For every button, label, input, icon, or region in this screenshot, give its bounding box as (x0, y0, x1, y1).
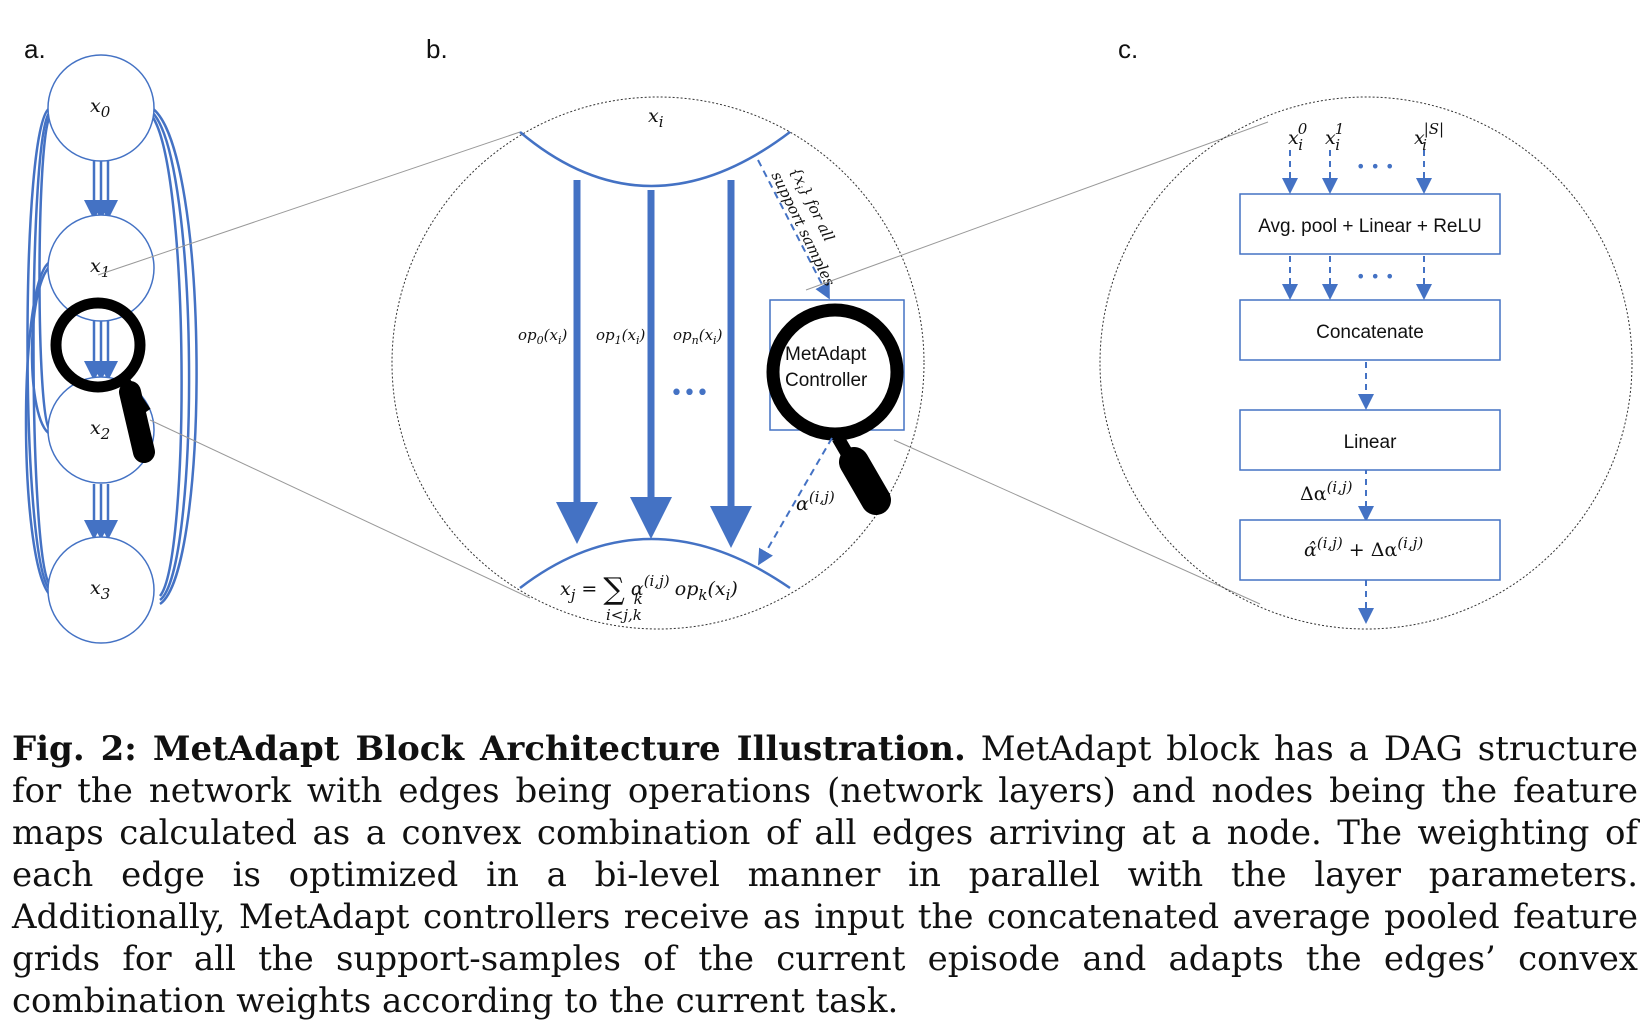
zoom-guides-ab (97, 131, 531, 599)
zoom-circle-b (391, 96, 925, 630)
ops-ellipsis: ••• (670, 381, 709, 406)
dag-node-3 (47, 536, 155, 644)
op-label-n: opn(xi) (673, 326, 723, 347)
input-arrows (1282, 150, 1432, 624)
mid-ellipsis: • • • (1356, 267, 1394, 286)
alpha-label: α(i,j) (796, 488, 835, 515)
node-label-3: x3 (90, 577, 110, 603)
node-xi: xi (648, 105, 664, 131)
magnifier-icon (766, 303, 904, 515)
box-update (1239, 519, 1501, 581)
zoom-guides-bc (805, 121, 1269, 605)
controller-label-2: Controller (785, 370, 868, 391)
delta-alpha-label: Δα(i,j) (1300, 478, 1353, 505)
dag-edges-left (24, 106, 52, 596)
op-arrows (556, 180, 752, 548)
figure-caption: Fig. 2: MetAdapt Block Architecture Illu… (12, 728, 1638, 1022)
dag-edges-right (150, 106, 198, 606)
sum-index: i<j,k (606, 606, 642, 624)
support-arrow (757, 159, 830, 300)
panel-a-label: a. (24, 34, 46, 64)
caption-text: MetAdapt block has a DAG structure for t… (12, 729, 1638, 1021)
box-linear-label: Linear (1344, 432, 1397, 453)
zoom-circle-c (1099, 96, 1633, 630)
top-arc (519, 131, 791, 188)
node-label-2: x2 (90, 417, 110, 443)
dag-node-1 (47, 214, 155, 322)
figure: a. (24, 34, 1633, 644)
panel-b-label: b. (426, 34, 448, 64)
bottom-arc (519, 537, 791, 590)
node-label-0: x0 (90, 95, 111, 121)
node-xj-equation: xj = ∑ α(i,j)k opk(xi) (560, 572, 738, 609)
box-linear (1239, 409, 1501, 471)
box-concatenate (1239, 299, 1501, 361)
controller-label-1: MetAdapt (785, 344, 867, 365)
panel-c-label: c. (1118, 34, 1138, 64)
dag-node-0 (47, 54, 155, 162)
panel-b: b. xi op0(xi) op1(xi) opn(xi) ••• {xi} f… (391, 34, 925, 630)
magnifier-icon (50, 297, 155, 463)
box-avgpool (1239, 193, 1501, 255)
caption-title: Fig. 2: MetAdapt Block Architecture Illu… (12, 729, 966, 769)
support-label: {xi} for all support samples (768, 164, 839, 290)
box-concatenate-label: Concatenate (1316, 322, 1424, 343)
dag-edges-short (84, 160, 118, 540)
op-label-1: op1(xi) (596, 326, 645, 347)
input-xS: x|S|i (1414, 120, 1444, 154)
panel-a: a. (24, 34, 198, 644)
box-avgpool-label: Avg. pool + Linear + ReLU (1258, 216, 1482, 237)
box-update-label: α̂(i,j) + Δα(i,j) (1304, 534, 1423, 561)
op-label-0: op0(xi) (518, 326, 567, 347)
inputs-ellipsis: • • • (1356, 157, 1394, 176)
